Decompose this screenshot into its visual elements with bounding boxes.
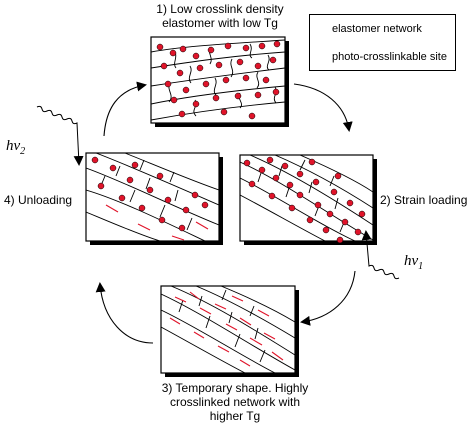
arrow-1-to-2 [293, 83, 353, 132]
arrow-3-to-4 [95, 282, 154, 344]
light-arrow-hv1 [361, 230, 400, 280]
light-hv1-subscript: 1 [418, 261, 424, 272]
light-hv2-subscript: 2 [20, 146, 26, 157]
cycle-arrows [95, 81, 356, 344]
panel-1-unstrained-network [150, 36, 289, 127]
step-2-label: 2) Strain loading [380, 193, 467, 207]
light-hv2-label: hν2 [6, 138, 25, 157]
panel-3-temporary-shape-network [160, 285, 299, 377]
step-1-label: 1) Low crosslink density elastomer with … [130, 2, 310, 30]
light-arrow-hv2 [36, 105, 84, 166]
light-hv1-symbol: hν [404, 253, 419, 269]
light-hv1-label: hν1 [404, 253, 423, 272]
panel-2-strained-network [239, 154, 377, 245]
step-3-label: 3) Temporary shape. Highly crosslinked n… [135, 381, 335, 423]
step-1-line-1: 1) Low crosslink density [156, 2, 284, 16]
step-3-line-2: crosslinked network with [169, 395, 301, 409]
legend: elastomer network photo-crosslinkable si… [309, 14, 456, 71]
step-4-label: 4) Unloading [4, 193, 73, 207]
step-3-line-3: higher Tg [209, 409, 261, 423]
panel-4-unloaded-network [85, 152, 223, 245]
light-arrows [36, 105, 400, 280]
arrow-4-to-1 [103, 81, 147, 137]
step-1-line-2: elastomer with low Tg [162, 16, 278, 30]
arrow-2-to-3 [300, 270, 356, 326]
step-3-line-1: 3) Temporary shape. Highly [161, 381, 309, 395]
light-hv2-symbol: hν [6, 138, 21, 154]
legend-network-label: elastomer network [332, 23, 422, 35]
legend-site-label: photo-crosslinkable site [332, 51, 447, 63]
